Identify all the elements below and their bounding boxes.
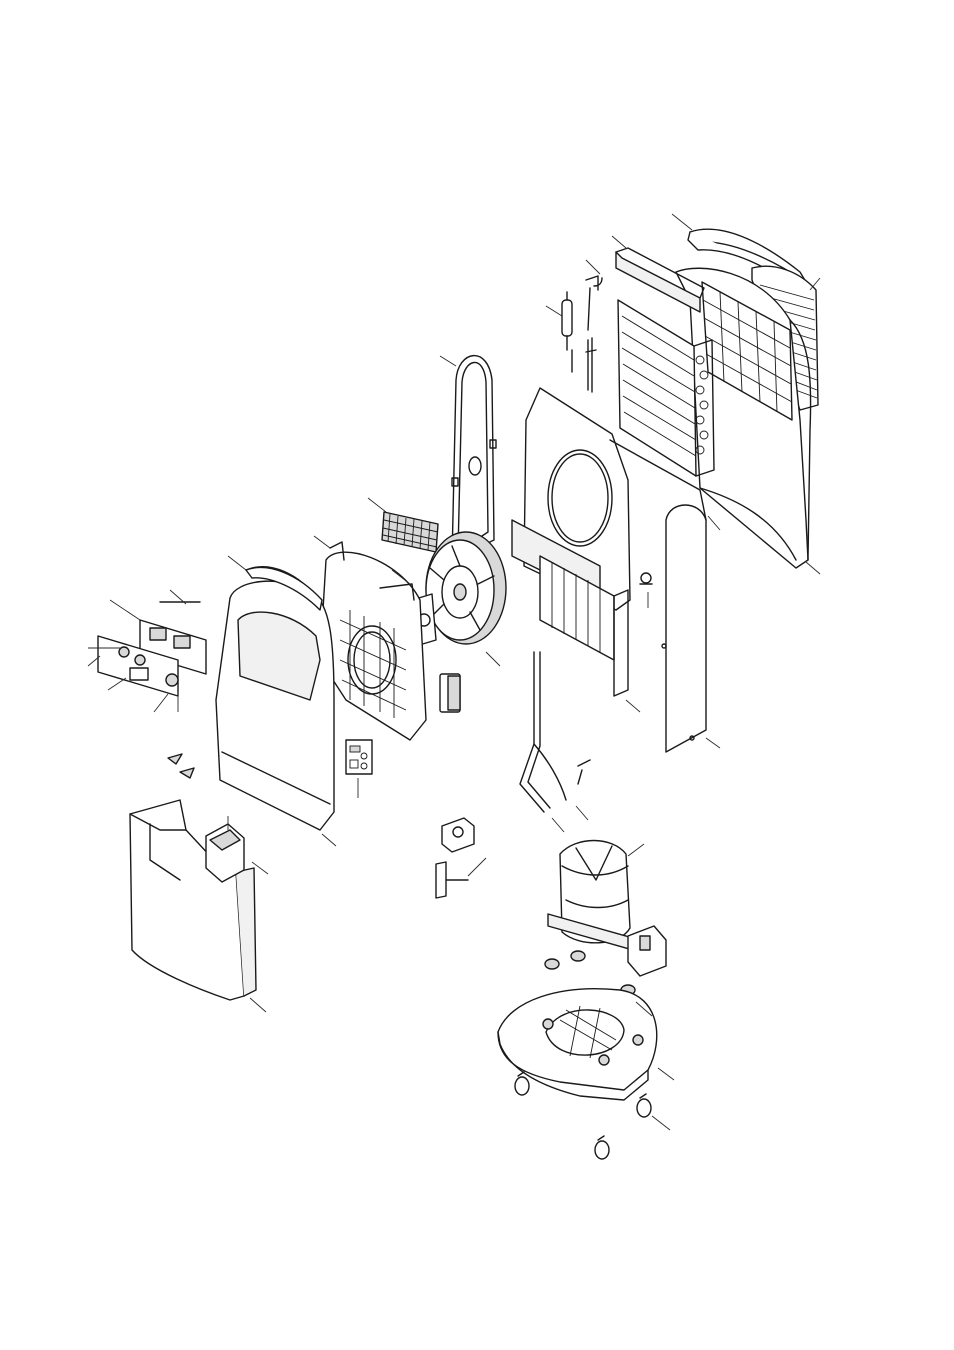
control-pcb	[139, 601, 207, 675]
front-panel	[215, 566, 335, 831]
evaporator-coil	[617, 299, 715, 477]
top-bracket	[615, 247, 705, 313]
refrigerant-pipe	[585, 275, 603, 393]
drain-pipe	[519, 651, 591, 813]
water-tank	[129, 799, 257, 1001]
air-filter	[701, 281, 793, 421]
side-cover	[609, 439, 707, 753]
fan-belt	[451, 354, 497, 561]
fan-shroud	[319, 541, 427, 741]
base-tray	[497, 988, 658, 1101]
control-panel-label	[345, 739, 373, 775]
mesh-filter	[381, 511, 439, 553]
bucket-float	[205, 823, 245, 883]
sensor-block	[435, 817, 475, 899]
leader-lines	[87, 213, 821, 1131]
caster-wheels	[514, 1071, 652, 1160]
condenser-housing	[511, 387, 631, 697]
small-pads	[167, 753, 195, 779]
control-knobs	[97, 635, 179, 697]
blower-wheel	[425, 531, 507, 645]
capillary-tube	[561, 291, 573, 373]
display-board	[439, 673, 461, 713]
float-switch	[639, 572, 653, 585]
relay-box	[627, 925, 667, 977]
compressor	[547, 839, 641, 953]
